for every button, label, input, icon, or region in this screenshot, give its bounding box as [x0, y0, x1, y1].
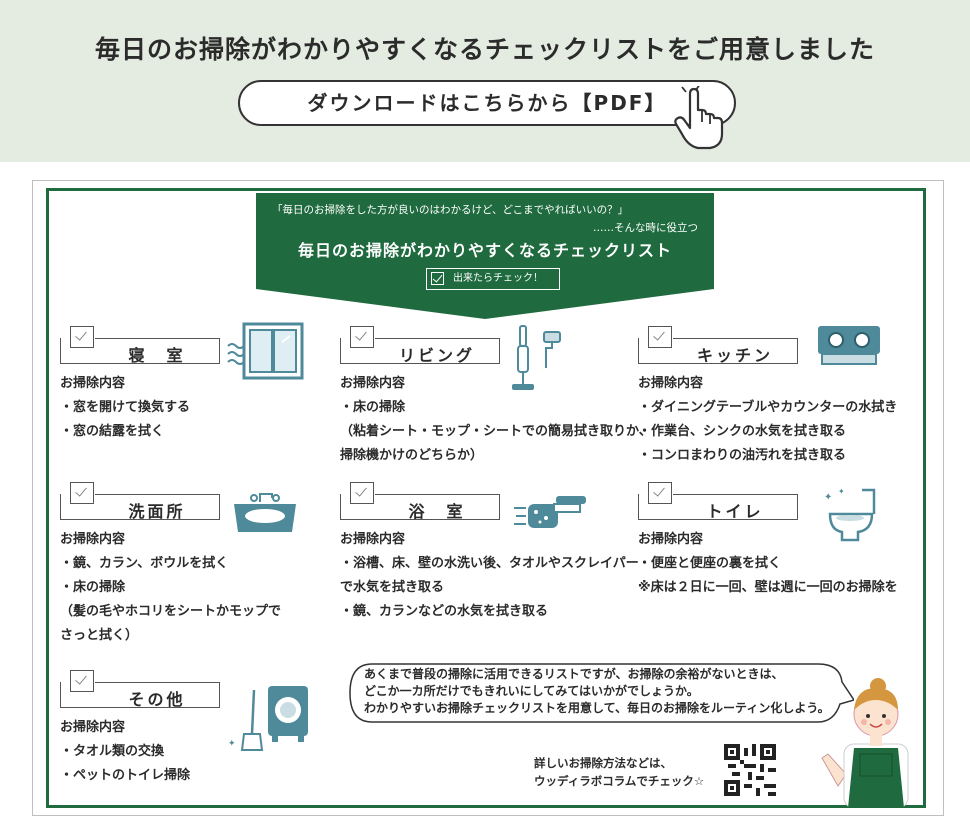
task-line: ・タオル類の交換	[60, 744, 165, 759]
banner-title: 毎日のお掃除がわかりやすくなるチェックリスト	[297, 241, 672, 260]
task-line: ・窓を開けて換気する	[60, 400, 191, 415]
room-title: 浴 室	[408, 502, 466, 521]
room-task-list: お掃除内容 ・便座と便座の裏を拭く ※床は２日に一回、壁は週に一回のお掃除を	[638, 528, 898, 600]
task-line: ・ペットのトイレ掃除	[60, 768, 191, 783]
task-line: ・コンロまわりの油汚れを拭き取る	[638, 448, 847, 463]
task-line: ・作業台、シンクの水気を拭き取る	[638, 424, 847, 439]
task-line: ・鏡、カラン、ボウルを拭く	[60, 556, 229, 571]
room-task-list: お掃除内容 ・タオル類の交換 ・ペットのトイレ掃除	[60, 716, 190, 788]
check-legend-label: 出来たらチェック！	[453, 273, 543, 284]
window-icon	[227, 322, 304, 380]
checklist-frame	[46, 188, 926, 808]
task-line: ・便座と便座の裏を拭く	[638, 556, 782, 571]
pointing-hand-icon	[674, 86, 724, 150]
washbasin-icon	[234, 493, 296, 532]
room-task-list: お掃除内容 ・ダイニングテーブルやカウンターの水拭き ・作業台、シンクの水気を拭…	[638, 372, 897, 468]
bubble-line: どこか一カ所だけでもきれいにしてみてはいかがでしょうか。	[364, 684, 699, 698]
footer-line: ウッディラボコラムでチェック☆	[534, 774, 705, 788]
room-heading: 寝 室	[60, 326, 220, 366]
room-task-list: お掃除内容 ・鏡、カラン、ボウルを拭く ・床の掃除 （髪の毛やホコリをシートかモ…	[60, 528, 281, 648]
stove-icon	[818, 326, 880, 365]
svg-text:✦: ✦	[824, 492, 832, 503]
room-title: その他	[128, 690, 186, 709]
room-title: トイレ	[706, 502, 764, 521]
checkbox-icon[interactable]	[350, 326, 374, 348]
room-title: リビング	[398, 346, 475, 365]
cleaning-lady-illustration	[821, 678, 909, 808]
task-line: お掃除内容	[638, 376, 704, 391]
task-line: ・ダイニングテーブルやカウンターの水拭き	[638, 400, 898, 415]
toilet-icon: ✦ ✦	[824, 487, 876, 542]
task-line: ・浴槽、床、壁の水洗い後、タオルやスクレイパー	[340, 556, 639, 571]
room-heading: キッチン	[638, 326, 798, 366]
checklist-banner	[256, 193, 714, 319]
room-title: 寝 室	[128, 346, 186, 365]
bubble-line: あくまで普段の掃除に活用できるリストですが、お掃除の余裕がないときは、	[364, 667, 784, 681]
task-line: お掃除内容	[60, 720, 126, 735]
task-line: で水気を拭き取る	[340, 580, 445, 595]
checkbox-icon[interactable]	[70, 482, 94, 504]
footer-line: 詳しいお掃除方法などは、	[534, 756, 672, 770]
broom-and-washer-icon: ✦	[228, 686, 308, 751]
task-line: さっと拭く）	[60, 628, 139, 643]
checkbox-icon[interactable]	[70, 326, 94, 348]
room-heading: その他	[60, 670, 220, 710]
task-line: （粘着シート・モップ・シートでの簡易拭き取りか、	[340, 424, 652, 439]
room-task-list: お掃除内容 ・窓を開けて換気する ・窓の結露を拭く	[60, 372, 190, 444]
task-line: 掃除機かけのどちらか）	[340, 448, 484, 463]
room-heading: リビング	[340, 326, 500, 366]
room-heading: 浴 室	[340, 482, 500, 522]
room-heading: トイレ	[638, 482, 798, 522]
speech-bubble	[349, 663, 854, 723]
page-headline: 毎日のお掃除がわかりやすくなるチェックリストをご用意しました	[94, 35, 875, 64]
checkbox-icon	[431, 272, 444, 285]
task-line: お掃除内容	[340, 532, 406, 547]
checkbox-icon[interactable]	[648, 482, 672, 504]
banner-quote: 「毎日のお掃除をした方が良いのはわかるけど、どこまでやればいいの？」	[272, 204, 629, 216]
task-line: ・窓の結露を拭く	[60, 424, 165, 439]
vacuum-and-roller-icon	[512, 325, 561, 390]
sponge-and-brush-icon	[514, 496, 586, 528]
checkbox-icon[interactable]	[70, 670, 94, 692]
qr-code-icon[interactable]	[724, 744, 776, 796]
room-task-list: お掃除内容 ・床の掃除 （粘着シート・モップ・シートでの簡易拭き取りか、 掃除機…	[340, 372, 652, 468]
checkbox-icon[interactable]	[648, 326, 672, 348]
banner-sub: ……そんな時に役立つ	[593, 222, 698, 234]
task-line: ・床の掃除	[340, 400, 406, 415]
download-pdf-button[interactable]: ダウンロードはこちらから【PDF】	[238, 80, 736, 126]
svg-text:✦: ✦	[228, 739, 236, 749]
bubble-line: わかりやすいお掃除チェックリストを用意して、毎日のお掃除をルーティン化しよう。	[364, 701, 830, 715]
room-title: 洗面所	[128, 502, 186, 521]
footer-text: 詳しいお掃除方法などは、 ウッディラボコラムでチェック☆	[534, 754, 704, 790]
room-title: キッチン	[696, 346, 773, 365]
room-task-list: お掃除内容 ・浴槽、床、壁の水洗い後、タオルやスクレイパー で水気を拭き取る ・…	[340, 528, 639, 624]
task-line: （髪の毛やホコリをシートかモップで	[60, 604, 282, 619]
check-legend: 出来たらチェック！	[426, 268, 560, 290]
svg-text:✦: ✦	[838, 487, 845, 496]
speech-bubble-text: あくまで普段の掃除に活用できるリストですが、お掃除の余裕がないときは、 どこか一…	[364, 666, 830, 717]
task-line: お掃除内容	[340, 376, 406, 391]
task-line: ・鏡、カランなどの水気を拭き取る	[340, 604, 549, 619]
room-heading: 洗面所	[60, 482, 220, 522]
task-line: ・床の掃除	[60, 580, 126, 595]
task-line: お掃除内容	[638, 532, 704, 547]
task-line: お掃除内容	[60, 532, 126, 547]
task-line: お掃除内容	[60, 376, 126, 391]
task-line: ※床は２日に一回、壁は週に一回のお掃除を	[638, 580, 898, 595]
checkbox-icon[interactable]	[350, 482, 374, 504]
